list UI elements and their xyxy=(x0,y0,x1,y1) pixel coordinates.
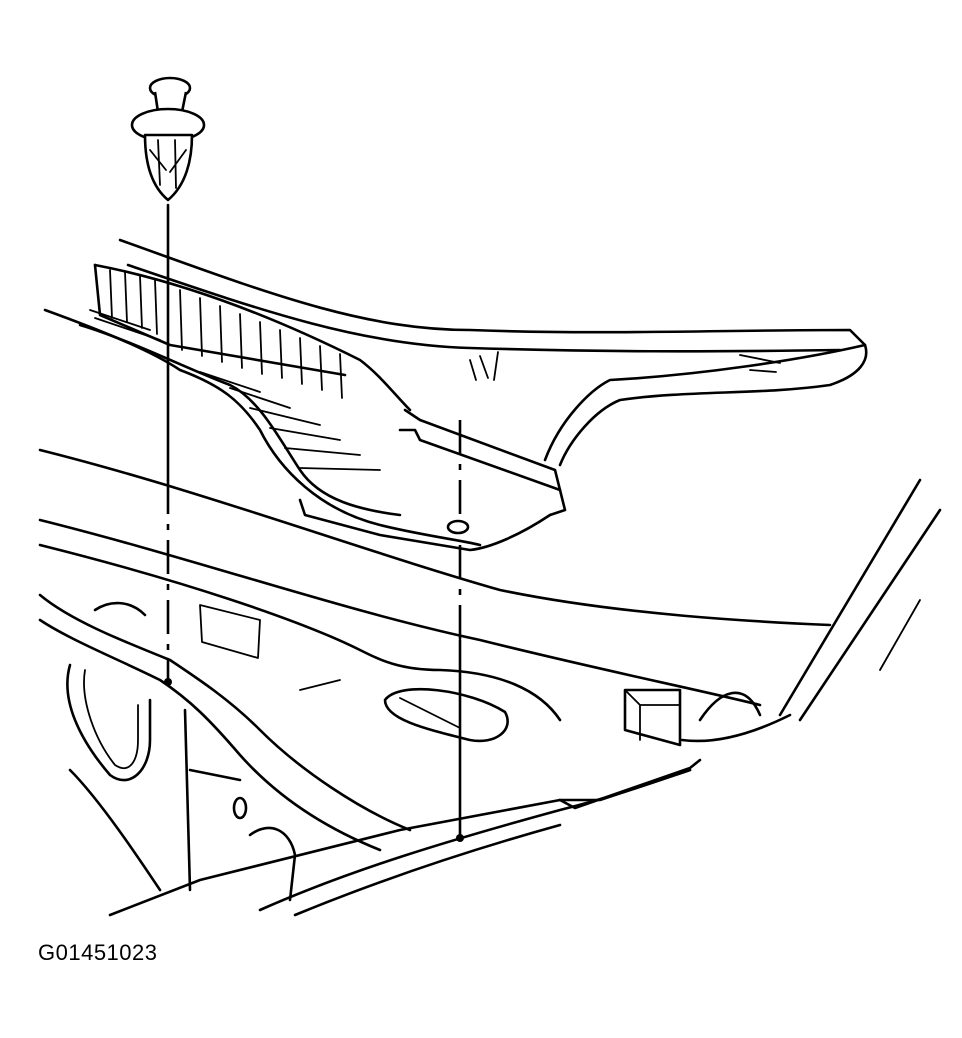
alignment-lines xyxy=(164,203,470,842)
lower-frame xyxy=(38,593,702,917)
figure-code-label: G01451023 xyxy=(38,940,158,965)
cowl-upper-panel xyxy=(118,238,868,467)
bracket-block xyxy=(623,688,682,747)
push-pin-retainer xyxy=(130,76,206,202)
cowl-vent-grille xyxy=(43,263,567,552)
dash-panel xyxy=(38,448,832,743)
fender-edge xyxy=(680,478,942,743)
